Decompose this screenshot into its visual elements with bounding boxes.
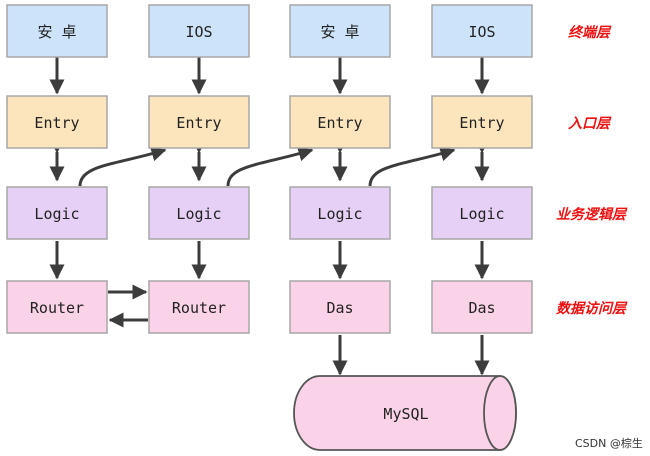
node-d1-label: Das <box>326 299 353 317</box>
watermark: CSDN @棕生 <box>575 436 643 450</box>
mysql-label: MySQL <box>383 405 428 423</box>
node-c3-label: 安 卓 <box>320 23 359 41</box>
node-c2: IOS <box>148 4 250 58</box>
node-l1: Logic <box>6 186 108 240</box>
node-l4: Logic <box>431 186 533 240</box>
node-e3-label: Entry <box>317 114 362 132</box>
node-d2-label: Das <box>468 299 495 317</box>
node-l2: Logic <box>148 186 250 240</box>
node-r1: Router <box>6 280 108 334</box>
node-r2-label: Router <box>172 299 226 317</box>
node-l4-label: Logic <box>459 205 504 223</box>
node-l3: Logic <box>289 186 391 240</box>
node-c3: 安 卓 <box>289 4 391 58</box>
arrow-l2-e3 <box>226 146 314 187</box>
arrow-l1-e2 <box>78 146 167 187</box>
node-l3-label: Logic <box>317 205 362 223</box>
node-e3: Entry <box>289 95 391 149</box>
layer-label-terminal: 终端层 <box>568 24 612 41</box>
node-c4-label: IOS <box>468 23 495 41</box>
node-e2: Entry <box>148 95 250 149</box>
node-e1: Entry <box>6 95 108 149</box>
node-l2-label: Logic <box>176 205 221 223</box>
node-e2-label: Entry <box>176 114 221 132</box>
node-e1-label: Entry <box>34 114 79 132</box>
node-c1: 安 卓 <box>6 4 108 58</box>
node-e4-label: Entry <box>459 114 504 132</box>
node-c4: IOS <box>431 4 533 58</box>
node-r1-label: Router <box>30 299 84 317</box>
node-e4: Entry <box>431 95 533 149</box>
mysql-database: MySQL <box>293 375 517 451</box>
arrow-l3-e4 <box>368 146 456 187</box>
layer-label-entry: 入口层 <box>568 116 612 132</box>
layer-label-data-access: 数据访问层 <box>556 300 628 317</box>
node-d1: Das <box>289 280 391 334</box>
connectors <box>49 56 490 376</box>
node-c2-label: IOS <box>185 23 212 41</box>
node-c1-label: 安 卓 <box>37 23 76 41</box>
node-l1-label: Logic <box>34 205 79 223</box>
node-r2: Router <box>148 280 250 334</box>
layer-label-logic: 业务逻辑层 <box>556 206 628 223</box>
node-d2: Das <box>431 280 533 334</box>
